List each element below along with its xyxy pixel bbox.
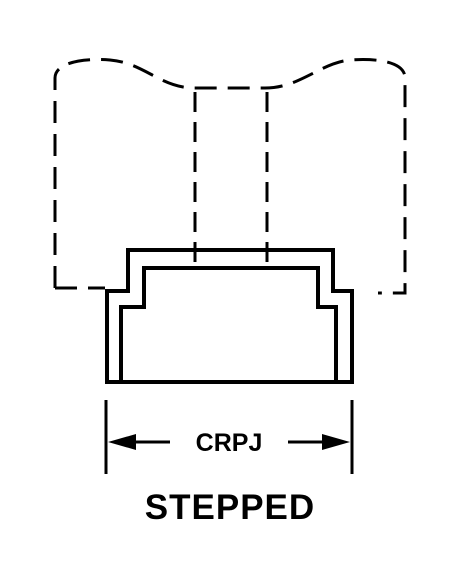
diagram-title: STEPPED [145, 488, 315, 527]
stepped-fitting-inner [119, 266, 338, 382]
phantom-body-outline [53, 58, 407, 295]
dimension-arrow-left [108, 434, 136, 450]
dimension-arrow-right [322, 434, 350, 450]
stepped-fitting-outer [105, 248, 354, 384]
dimension-label: CRPJ [196, 429, 263, 457]
